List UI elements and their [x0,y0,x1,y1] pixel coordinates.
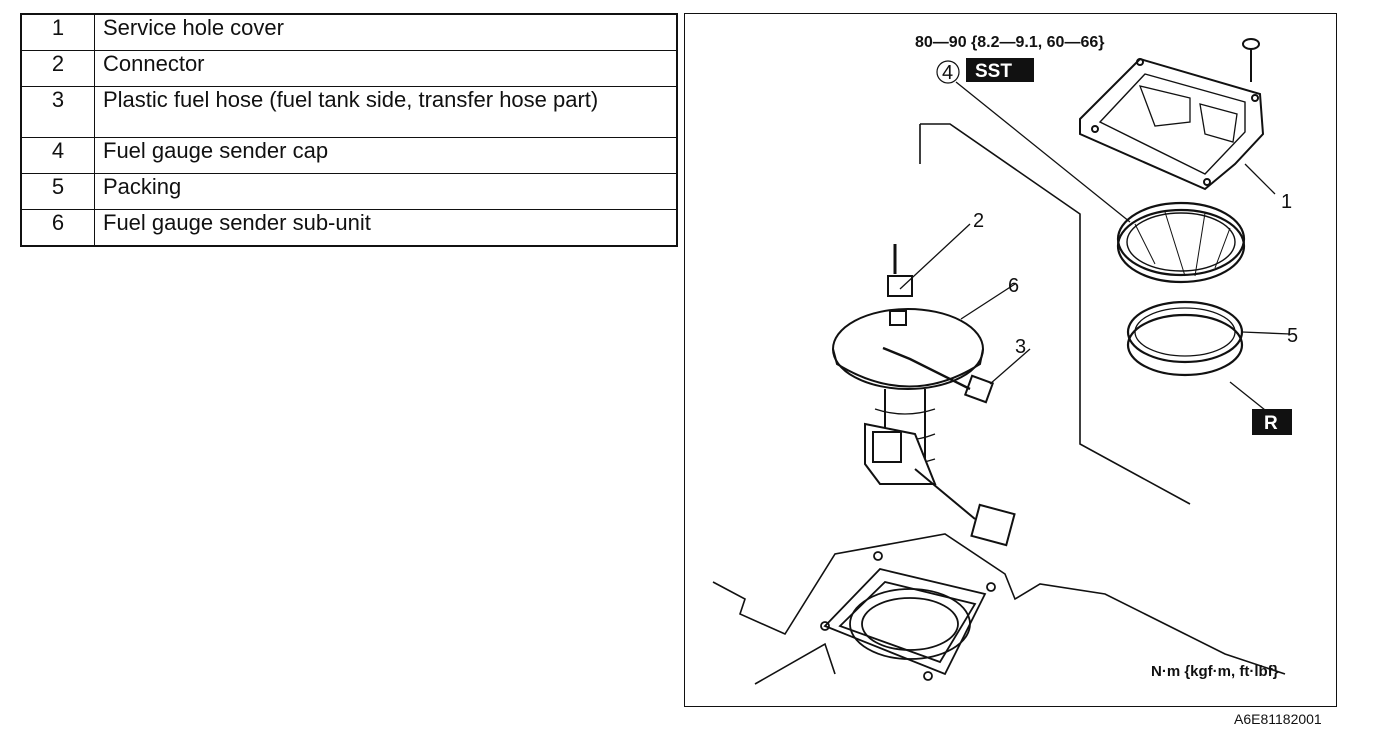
table-row: 6 Fuel gauge sender sub-unit [20,209,678,247]
table-row: 1 Service hole cover [20,13,678,51]
table-row: 5 Packing [20,173,678,211]
callout-6: 6 [1008,275,1019,297]
floor-panel [712,533,1286,675]
part-number: 4 [20,137,95,175]
part-number: 3 [20,85,95,139]
leader-lines [899,81,1291,415]
figure-code: A6E81182001 [1234,711,1322,727]
floor-access-hole [820,551,996,681]
replace-badge: R [1264,413,1278,434]
sst-badge-bg [966,58,1034,82]
callout-5: 5 [1287,325,1298,347]
table-row: 3 Plastic fuel hose (fuel tank side, tra… [20,85,678,139]
diagram-drawing: 4 2 6 3 1 5 80—90 {8.2—9.1, 60—66} SST R… [712,34,1298,685]
exploded-view-diagram: 4 2 6 3 1 5 80—90 {8.2—9.1, 60—66} SST R… [684,13,1337,707]
part-number: 5 [20,173,95,211]
torque-spec: 80—90 {8.2—9.1, 60—66} [915,34,1104,51]
part-name: Packing [94,173,678,211]
callout-4: 4 [942,62,953,84]
part-number: 2 [20,49,95,87]
packing [1126,300,1244,377]
part-name: Fuel gauge sender sub-unit [94,209,678,247]
part-name: Connector [94,49,678,87]
part-name: Service hole cover [94,13,678,51]
tank-outline [920,123,1191,505]
part-name: Plastic fuel hose (fuel tank side, trans… [94,85,678,139]
part-number: 6 [20,209,95,247]
unit-note: N·m {kgf·m, ft·lbf} [1151,663,1279,680]
part-name: Fuel gauge sender cap [94,137,678,175]
table-row: 2 Connector [20,49,678,87]
service-hole-cover [1079,57,1265,191]
parts-table: 1 Service hole cover 2 Connector 3 Plast… [20,13,678,247]
replace-badge-bg [1252,409,1292,435]
callout-3: 3 [1015,336,1026,358]
sender-cap [1116,201,1246,284]
sender-unit [832,244,1016,547]
sst-badge: SST [975,61,1012,82]
callout-1: 1 [1281,191,1292,213]
table-row: 4 Fuel gauge sender cap [20,137,678,175]
callout-2: 2 [973,210,984,232]
screw [1242,38,1260,82]
part-number: 1 [20,13,95,51]
